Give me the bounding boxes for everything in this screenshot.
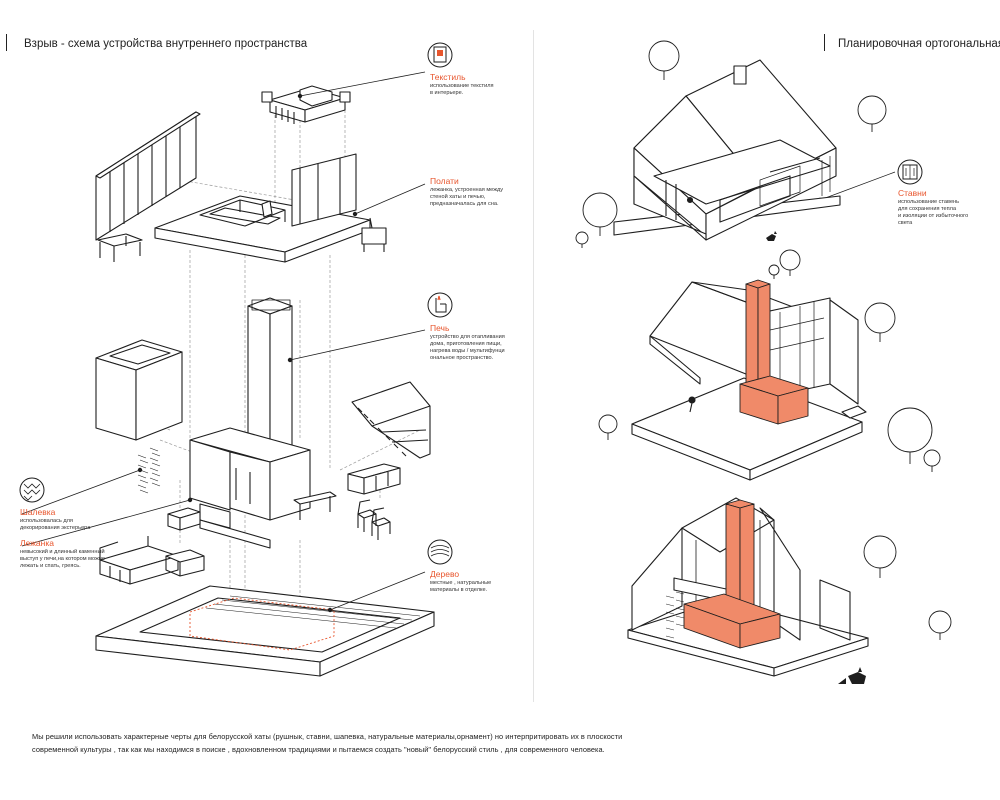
annotation-textile-title: Текстиль (430, 72, 466, 82)
annotation-shalevka-title: Шалевка (20, 507, 56, 517)
annotation-shalevka-desc-line: декорирования экстерьера (20, 525, 91, 531)
annotation-derevo-desc-line: местные , натуральные (430, 580, 492, 586)
stove-footprint (189, 597, 335, 651)
annotation-polati-desc-line: лежанка, устроенная между (430, 187, 504, 193)
annotation-pech-desc: устройство для отапливания дома, пригото… (430, 334, 550, 362)
annotation-polati-desc-line: стеной хаты и печью, (430, 194, 486, 200)
annotation-lezhanka-title: Лежанка (20, 538, 54, 548)
fox-icon (838, 667, 866, 684)
trees (575, 40, 952, 640)
annotation-shalevka: Шалевка использовалась для декорирования… (20, 507, 140, 532)
desk-chair (97, 217, 387, 262)
annotation-pech-desc-line: дома, приготовления пищи, (430, 341, 502, 347)
room-volume (95, 339, 183, 441)
annotation-pech-desc-line: устройство для отапливания (430, 334, 505, 340)
annotation-stavni-desc-line: для сохранения тепла (898, 206, 957, 212)
house-2-stove (739, 279, 809, 425)
annotation-pech: Печь устройство для отапливания дома, пр… (430, 323, 550, 362)
stove-base (167, 427, 337, 549)
annotation-stavni-desc: использование ставень для сохранения теп… (898, 199, 998, 227)
house-1 (613, 59, 841, 241)
left-title: Взрыв - схема устройства внутреннего про… (24, 38, 308, 50)
annotation-textile-desc: использование текстиля в интерьере. (430, 83, 550, 97)
annotation-polati: Полати лежанка, устроенная между стеной … (430, 176, 550, 208)
page-divider (533, 30, 534, 702)
bed-textile-icon (427, 42, 453, 68)
polati-platform (154, 195, 371, 263)
annotation-stavni-desc-line: света (898, 220, 913, 226)
annotation-shalevka-desc: использовалась для декорирования экстерь… (20, 518, 140, 532)
annotation-polati-desc: лежанка, устроенная между стеной хаты и … (430, 187, 550, 208)
annotation-derevo-title: Дерево (430, 569, 460, 579)
annotation-derevo-desc-line: материалы в отделке. (430, 587, 488, 593)
floor-plate (95, 585, 435, 677)
chairs (357, 499, 391, 540)
roof-panel-left (95, 111, 201, 241)
bed-model (261, 85, 351, 124)
left-title-rule (6, 34, 7, 51)
annotation-derevo-desc: местные , натуральные материалы в отделк… (430, 580, 550, 594)
wood-grain-icon (427, 539, 453, 565)
house-3-stove (683, 499, 781, 649)
stove-icon (427, 292, 453, 318)
stairs-model (351, 381, 431, 459)
house-3-shalevka (665, 591, 685, 639)
annotation-pech-title: Печь (430, 323, 450, 333)
annotation-stavni-desc-line: и изоляции от избыточного (898, 213, 969, 219)
annotation-polati-desc-line: предназначалась для сна. (430, 201, 499, 207)
annotation-lezhanka-desc-line: выступ у печи,на котором можно (20, 556, 106, 562)
shutters-icon (897, 159, 923, 185)
right-title-rule (824, 34, 825, 51)
window-wall-panel (291, 153, 357, 227)
shalevka-pattern-icon (19, 477, 45, 503)
annotation-pech-desc-line: ональное пространство. (430, 355, 494, 361)
shalevka-panel (137, 447, 161, 494)
right-title: Планировочная ортогональная схема (838, 38, 1000, 50)
annotation-derevo: Дерево местные , натуральные материалы в… (430, 569, 550, 594)
annotation-stavni: Ставни использование ставень для сохране… (898, 188, 998, 227)
annotation-lezhanka-desc-line: невысокий и длинный каменный (20, 549, 105, 555)
annotation-lezhanka-desc-line: лежать и спать, греясь. (20, 563, 81, 569)
annotation-lezhanka: Лежанка невысокий и длинный каменный выс… (20, 538, 140, 570)
sofa (99, 536, 205, 585)
cat-icon (766, 231, 777, 241)
annotation-textile-desc-line: использование текстиля (430, 83, 494, 89)
annotation-textile-desc-line: в интерьере. (430, 90, 464, 96)
annotation-lezhanka-desc: невысокий и длинный каменный выступ у пе… (20, 549, 140, 570)
annotation-pech-desc-line: нагрева воды / мультифунци (430, 348, 505, 354)
sideboard (347, 463, 401, 495)
footer-line-1: Мы решили использовать характерные черты… (32, 732, 623, 741)
annotation-shalevka-desc-line: использовалась для (20, 518, 73, 524)
footer-line-2: современной культуры , так как мы находи… (32, 745, 605, 754)
annotation-polati-title: Полати (430, 176, 459, 186)
annotation-stavni-title: Ставни (898, 188, 927, 198)
annotation-textile: Текстиль использование текстиля в интерь… (430, 72, 550, 97)
annotation-stavni-desc-line: использование ставень (898, 199, 960, 205)
